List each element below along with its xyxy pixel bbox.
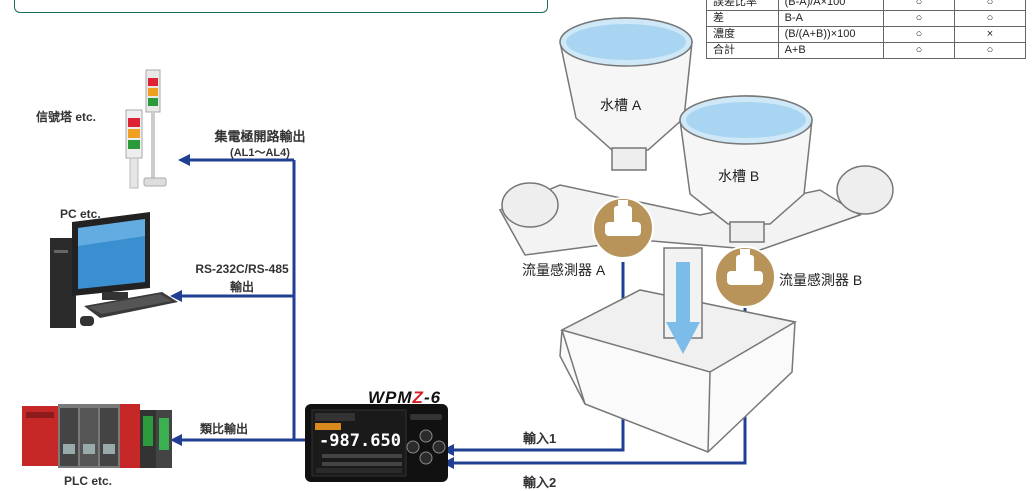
pc-label: PC etc.	[60, 207, 101, 221]
analog-output-label: 類比輸出	[200, 422, 249, 436]
open-collector-label: 集電極開路輸出	[214, 129, 306, 144]
tank-assembly	[498, 17, 894, 453]
plc-label: PLC etc.	[64, 474, 113, 488]
flow-sensor-b-icon	[714, 246, 776, 308]
input2-label: 輸入2	[523, 475, 557, 490]
tank-a-label: 水槽 A	[600, 97, 642, 113]
rs-output-label: RS-232C/RS-485	[195, 262, 289, 276]
top-frame-box	[14, 0, 548, 13]
table-cell-formula: A+B	[777, 42, 885, 59]
calculation-mode-table: 誤差比率 (B-A)/A×100 ○ ○ 差 B-A ○ ○ 濃度 (B/(A+…	[706, 0, 1026, 59]
arrow-left-icon	[170, 434, 182, 446]
flow-sensor-a-icon	[592, 197, 654, 259]
output-trunk-wire	[292, 160, 305, 442]
table-cell-mark: ○	[954, 42, 1026, 59]
arrow-left-icon	[170, 290, 182, 302]
wpmz6-logo: WPMZ-6	[368, 388, 441, 408]
wpmz6-device	[305, 404, 448, 482]
logo-prefix: WPM	[368, 388, 413, 407]
device-reading: -987.650	[319, 431, 401, 451]
table-cell-name: 濃度	[706, 26, 779, 43]
arrow-left-icon	[178, 154, 190, 166]
plc-icon	[22, 404, 172, 468]
table-cell-mark: ○	[883, 42, 955, 59]
rs-output-label-2: 輸出	[229, 280, 254, 294]
signal-tower-icon	[125, 69, 167, 189]
sensor-a-label: 流量感測器 A	[522, 262, 606, 278]
table-row: 合計 A+B ○ ○	[706, 42, 1026, 59]
logo-z: Z	[412, 388, 424, 407]
alarm-range-label: (AL1～AL4)	[230, 147, 290, 159]
signal-tower-label: 信號塔 etc.	[36, 110, 97, 124]
logo-suffix: -6	[423, 388, 442, 407]
pc-icon	[50, 212, 178, 328]
flow-down-arrow-icon	[666, 262, 700, 354]
input1-label: 輸入1	[523, 431, 557, 446]
table-cell-name: 合計	[706, 42, 779, 59]
sensor-b-label: 流量感測器 B	[779, 272, 863, 288]
tank-b-label: 水槽 B	[718, 168, 760, 184]
table-row: 濃度 (B/(A+B))×100 ○ ×	[706, 26, 1026, 43]
